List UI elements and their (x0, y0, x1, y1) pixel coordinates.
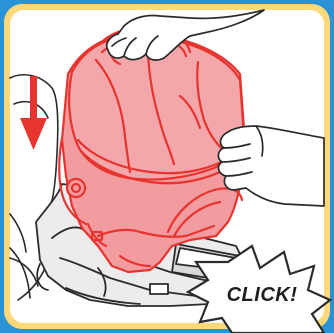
click-callout-text: CLICK! (212, 284, 312, 307)
infant-carrier-shell (59, 27, 244, 272)
